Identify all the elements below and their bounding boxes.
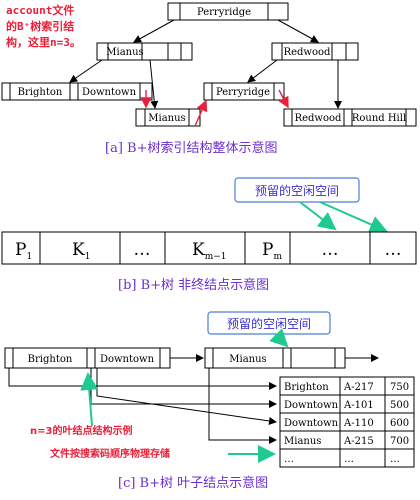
green-arrow-b1 xyxy=(299,201,337,231)
caption-a: [a] B+树索引结构整体示意图 xyxy=(105,140,277,156)
callout-b-text: 预留的空闲空间 xyxy=(255,183,339,198)
cell-km: Km−1 xyxy=(192,240,227,262)
note-a-line2: 的B⁺树索引结 xyxy=(6,19,74,33)
level2-key-redwood: Redwood xyxy=(284,47,331,58)
leaf-mianus: Mianus xyxy=(135,108,201,127)
cell-r2-c0: Downtown xyxy=(284,418,339,429)
cell-dots-2: … xyxy=(322,240,339,260)
cell-r1-c2: 500 xyxy=(390,400,409,411)
leaf-perryridge: Perryridge xyxy=(203,82,285,101)
tree-node-mianus: Mianus xyxy=(96,42,193,61)
leaf1-key-brighton: Brighton xyxy=(18,87,63,98)
note-a: account文件 的B⁺树索引结 构，这里n=3。 xyxy=(6,3,81,49)
edge-mianus-leaf1 xyxy=(69,59,103,83)
leafc-key-brighton: Brighton xyxy=(28,354,73,365)
cell-r4-c2: … xyxy=(390,454,400,465)
cell-r4-c0: … xyxy=(284,454,294,465)
ptr-brighton xyxy=(8,368,277,390)
cell-pm: Pm xyxy=(262,240,282,262)
edge-root-right xyxy=(277,19,319,43)
cell-k1: K1 xyxy=(72,240,90,262)
cell-r1-c0: Downtown xyxy=(284,400,339,411)
cell-dots-3: … xyxy=(385,240,402,260)
root-key: Perryridge xyxy=(197,7,251,18)
file-storage-label: 文件按搜索码顺序物理存储 xyxy=(50,447,170,460)
leaf2-key-mianus: Mianus xyxy=(148,113,185,124)
cell-p1: P1 xyxy=(15,240,32,262)
cell-dots-1: … xyxy=(134,240,151,260)
leaf4-key-roundhill: Round Hill xyxy=(352,113,406,124)
cell-r0-c1: A-217 xyxy=(343,382,374,393)
cell-r0-c2: 750 xyxy=(390,382,409,393)
cell-r3-c1: A-215 xyxy=(343,436,374,447)
cell-r0-c0: Brighton xyxy=(284,382,329,393)
cell-r1-c1: A-101 xyxy=(343,400,374,411)
red-pointer-2 xyxy=(194,99,208,127)
leaf3-key-perryridge: Perryridge xyxy=(216,87,270,98)
nonleaf-node: P1 K1 … Km−1 Pm … … xyxy=(1,231,417,265)
ptr-mianus xyxy=(208,368,277,444)
caption-c: [c] B+树 叶子结点示意图 xyxy=(118,475,268,491)
leaf-brighton-downtown: Brighton Downtown xyxy=(1,82,153,101)
callout-c: 预留的空闲空间 xyxy=(207,311,331,335)
edge-root-left xyxy=(133,19,175,43)
green-arrow-c xyxy=(269,328,289,348)
level2-key-mianus: Mianus xyxy=(106,47,143,58)
cell-r2-c2: 600 xyxy=(390,418,409,429)
caption-b: [b] B+树 非终结点示意图 xyxy=(118,277,269,293)
red-pointer-3 xyxy=(278,89,289,109)
cell-r2-c1: A-110 xyxy=(343,418,374,429)
leaf-redwood-roundhill: Redwood Round Hill xyxy=(283,108,417,127)
leaf-example-label: n=3的叶结点结构示例 xyxy=(30,424,132,437)
records-table: Brighton A-217 750 Downtown A-101 500 Do… xyxy=(279,376,415,468)
green-arrow-leaf-example xyxy=(80,372,99,427)
leafc-key-mianus: Mianus xyxy=(229,354,266,365)
callout-b: 预留的空闲空间 xyxy=(234,177,360,203)
leaf4-key-redwood: Redwood xyxy=(295,113,342,124)
leaf-node-1: Brighton Downtown xyxy=(4,347,171,369)
cell-r3-c0: Mianus xyxy=(284,436,321,447)
note-a-line3: 构，这里n=3。 xyxy=(6,35,81,49)
callout-c-text: 预留的空闲空间 xyxy=(227,316,311,331)
green-arrow-b2 xyxy=(319,201,388,233)
cell-r3-c2: 700 xyxy=(390,436,409,447)
leaf1-key-downtown: Downtown xyxy=(82,87,137,98)
edge-redwood-leaf3 xyxy=(247,59,278,83)
tree-node-redwood: Redwood xyxy=(271,42,359,61)
ptr-downtown-2 xyxy=(96,368,277,425)
leafc-key-downtown: Downtown xyxy=(100,354,155,365)
note-a-line1: account文件 xyxy=(6,3,74,17)
leaf-node-2: Mianus xyxy=(204,347,346,369)
cell-r4-c1: … xyxy=(344,454,354,465)
tree-root-node: Perryridge xyxy=(167,2,289,21)
